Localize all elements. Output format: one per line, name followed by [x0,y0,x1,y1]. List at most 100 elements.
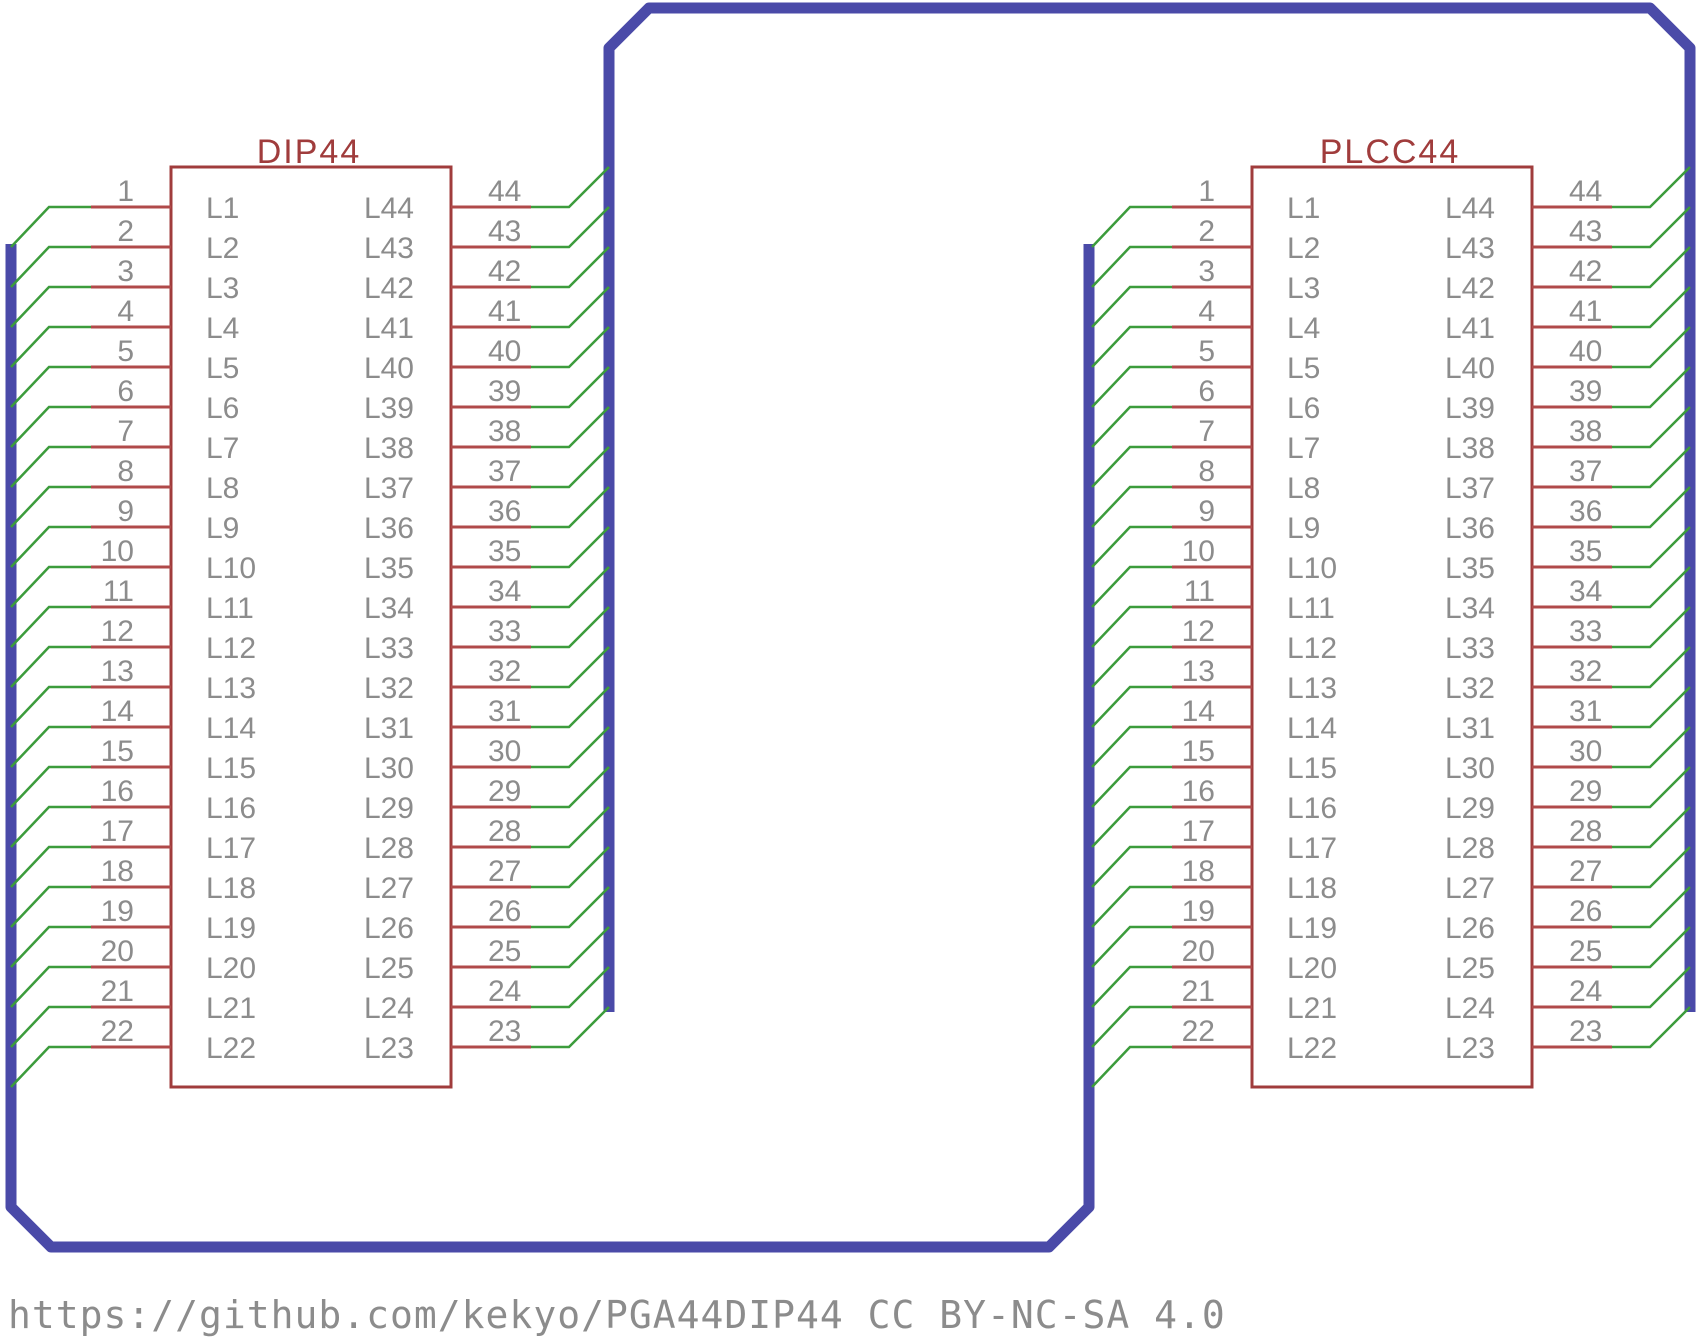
dip44-pin-label-right: L31 [364,712,414,745]
plcc44-net-wire-right [1612,326,1691,369]
dip44-net-wire-left [10,485,91,528]
dip44-net-wire-right [531,566,610,609]
dip44-pin-number-right: 26 [488,895,521,928]
dip44-net-wire-right [531,686,610,729]
dip44-net-wire-left [10,725,91,768]
plcc44-pin-label-left: L18 [1287,872,1337,905]
plcc44-pin-number-left: 13 [1182,655,1215,688]
dip44-pin-number-right: 27 [488,855,521,888]
dip44-pin-label-right: L38 [364,432,414,465]
dip44-pin-number-right: 43 [488,215,521,248]
dip44-pin-label-right: L26 [364,912,414,945]
plcc44-pin-label-right: L42 [1445,272,1495,305]
plcc44-pin-label-left: L12 [1287,632,1337,665]
plcc44-pin-number-right: 29 [1569,775,1602,808]
plcc44-pin-number-right: 41 [1569,295,1602,328]
plcc44-pin-number-left: 9 [1198,495,1215,528]
dip44-pin-label-right: L29 [364,792,414,825]
dip44-net-wire-right [531,646,610,689]
plcc44-net-wire-left [1091,325,1172,368]
dip44-pin-number-right: 41 [488,295,521,328]
plcc44-pin-number-right: 24 [1569,975,1602,1008]
dip44-pin-label-left: L4 [206,312,239,345]
plcc44-pin-label-left: L20 [1287,952,1337,985]
plcc44-pin-number-right: 43 [1569,215,1602,248]
plcc44-net-wire-left [1091,645,1172,688]
plcc44-pin-number-left: 22 [1182,1015,1215,1048]
dip44-net-wire-right [531,926,610,969]
dip44-pin-number-left: 7 [117,415,134,448]
plcc44-pin-label-right: L24 [1445,992,1495,1025]
footer-text: https://github.com/kekyo/PGA44DIP44 CC B… [8,1293,1226,1337]
dip44-pin-label-right: L36 [364,512,414,545]
dip44-pin-label-left: L11 [206,592,254,625]
dip44-pin-number-right: 30 [488,735,521,768]
plcc44-pin-label-left: L22 [1287,1032,1337,1065]
plcc44-net-wire-right [1612,1006,1691,1049]
dip44-pin-number-left: 13 [101,655,134,688]
plcc44-pin-number-right: 38 [1569,415,1602,448]
plcc44-net-wire-right [1612,166,1691,209]
dip44-net-wire-left [10,205,91,248]
dip44-pin-label-left: L19 [206,912,256,945]
plcc44-net-wire-left [1091,365,1172,408]
dip44-pin-label-left: L18 [206,872,256,905]
dip44-pin-label-right: L32 [364,672,414,705]
plcc44-pin-number-right: 26 [1569,895,1602,928]
plcc44-pin-label-right: L28 [1445,832,1495,865]
dip44-net-wire-right [531,206,610,249]
dip44-pin-label-left: L13 [206,672,256,705]
dip44-pin-number-left: 15 [101,735,134,768]
dip44-pin-number-right: 23 [488,1015,521,1048]
plcc44-pin-label-left: L9 [1287,512,1320,545]
plcc44-pin-number-left: 10 [1182,535,1215,568]
dip44-part-name: DIP44 [257,133,362,171]
plcc44-pin-label-right: L34 [1445,592,1495,625]
dip44-pin-label-right: L28 [364,832,414,865]
plcc44-pin-number-right: 34 [1569,575,1602,608]
plcc44-pin-label-right: L23 [1445,1032,1495,1065]
plcc44-net-wire-right [1612,606,1691,649]
plcc44-pin-label-right: L26 [1445,912,1495,945]
dip44-pin-number-right: 42 [488,255,521,288]
dip44-pin-label-right: L33 [364,632,414,665]
plcc44-pin-label-right: L35 [1445,552,1495,585]
dip44-pin-label-left: L3 [206,272,239,305]
plcc44-part-name: PLCC44 [1320,133,1461,171]
dip44-pin-label-left: L8 [206,472,239,505]
dip44-pin-label-left: L5 [206,352,239,385]
plcc44-pin-label-right: L32 [1445,672,1495,705]
dip44-net-wire-right [531,246,610,289]
plcc44-pin-label-right: L33 [1445,632,1495,665]
dip44-net-wire-left [10,925,91,968]
dip44-net-wire-right [531,886,610,929]
plcc44-net-wire-right [1612,766,1691,809]
plcc44-pin-label-left: L16 [1287,792,1337,825]
dip44-net-wire-right [531,486,610,529]
plcc44-net-wire-right [1612,526,1691,569]
dip44-net-wire-left [10,365,91,408]
plcc44-pin-number-left: 5 [1198,335,1215,368]
dip44-net-wire-right [531,766,610,809]
plcc44-pin-label-left: L6 [1287,392,1320,425]
dip44-pin-label-right: L44 [364,192,414,225]
plcc44-pin-label-left: L19 [1287,912,1337,945]
dip44-net-wire-left [10,965,91,1008]
dip44-pin-label-right: L25 [364,952,414,985]
plcc44-net-wire-right [1612,966,1691,1009]
dip44-net-wire-left [10,525,91,568]
plcc44-net-wire-right [1612,366,1691,409]
dip44-pin-label-left: L10 [206,552,256,585]
dip44-net-wire-right [531,726,610,769]
dip44-pin-number-left: 5 [117,335,134,368]
plcc44-pin-number-right: 30 [1569,735,1602,768]
plcc44-pin-label-right: L29 [1445,792,1495,825]
dip44-net-wire-right [531,806,610,849]
plcc44-pin-label-left: L13 [1287,672,1337,705]
plcc44-pin-number-right: 31 [1569,695,1602,728]
dip44-net-wire-left [10,605,91,648]
plcc44-net-wire-right [1612,486,1691,529]
bus-bottom-left-to-right [5,244,1095,1253]
dip44-pin-number-right: 38 [488,415,521,448]
plcc44-pin-number-left: 19 [1182,895,1215,928]
